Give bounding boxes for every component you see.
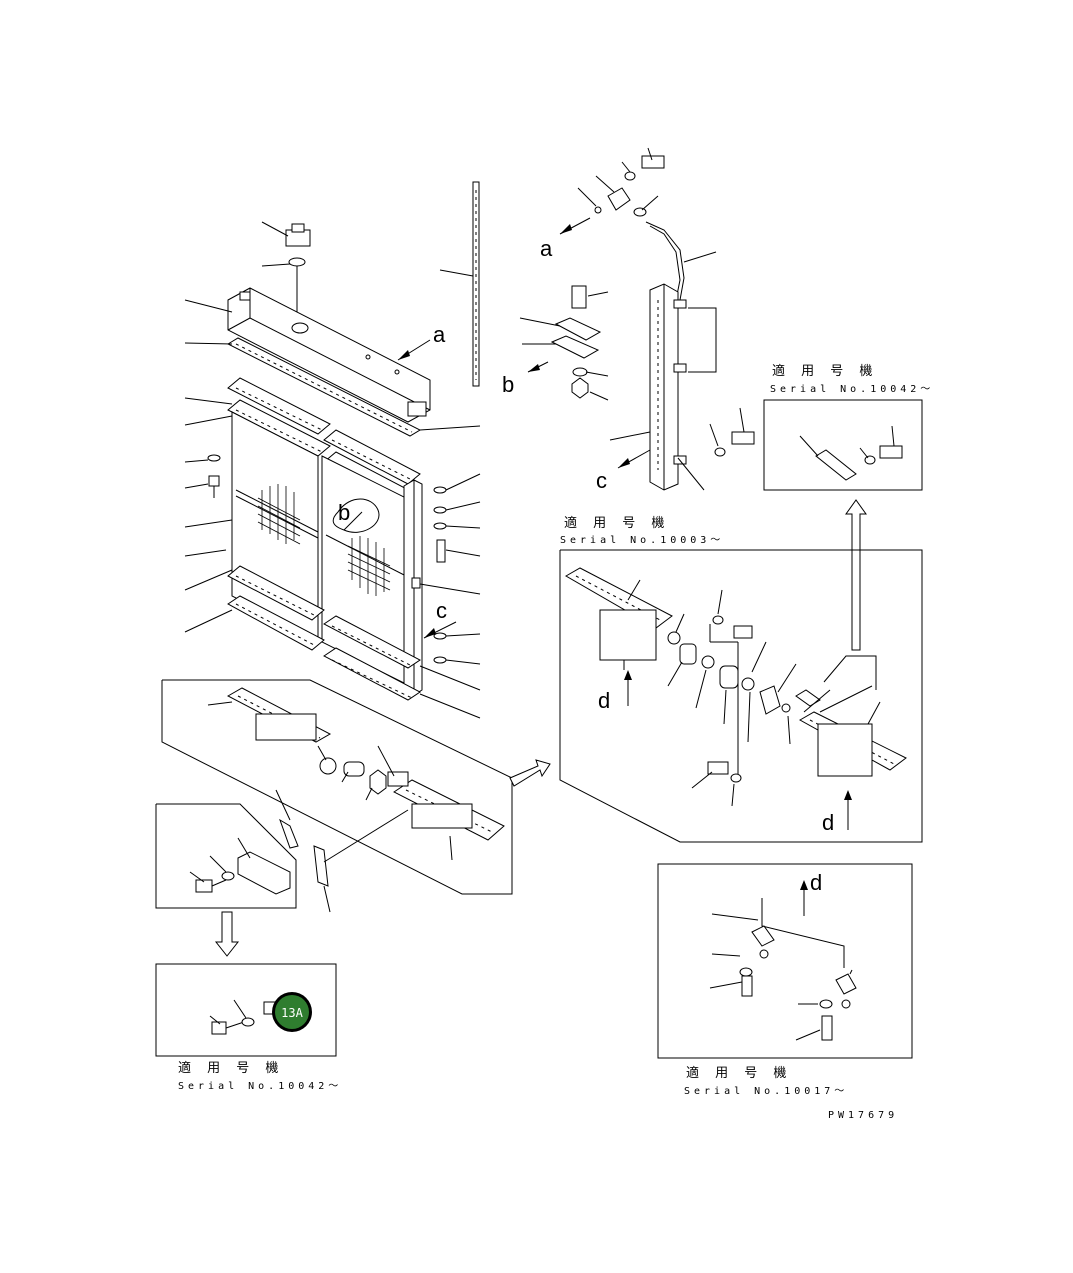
callout-label-d2: d xyxy=(822,810,834,835)
mesh-left xyxy=(257,484,301,545)
caption-bottom-right: 適 用 号 機 xyxy=(686,1065,792,1081)
callout-a-right: a xyxy=(540,217,591,261)
badge-fill xyxy=(275,995,309,1029)
right-side-bolt xyxy=(709,407,755,457)
inset-10017: d xyxy=(657,863,913,1059)
callout-label-b: b xyxy=(338,500,350,525)
upper-tank xyxy=(184,287,431,423)
cap-part xyxy=(261,221,311,247)
callout-b-main: b xyxy=(338,500,363,531)
arrow-to-inset xyxy=(509,759,551,787)
stay-bracket-vertical xyxy=(609,283,717,491)
callout-c-main: c xyxy=(423,598,457,639)
mesh-right xyxy=(347,536,391,596)
stay-rod xyxy=(645,221,717,301)
callout-label-c2: c xyxy=(596,468,607,493)
callout-label-b2: b xyxy=(502,372,514,397)
lower-tank-panel xyxy=(161,679,551,913)
serial-bottom-right: Serial No.10017〜 xyxy=(684,1086,848,1097)
caption-bottom-left: 適 用 号 機 xyxy=(178,1060,284,1076)
callout-label-a: a xyxy=(433,322,446,347)
vertical-strip xyxy=(439,181,480,387)
drawing-number: PW17679 xyxy=(828,1110,898,1121)
callout-label-a2: a xyxy=(540,236,553,261)
serial-middle-right: Serial No.10003〜 xyxy=(560,535,724,546)
up-arrow-right xyxy=(845,499,867,651)
lower-tank-variant-right xyxy=(795,655,907,777)
badge-13a: 13A xyxy=(272,992,312,1032)
top-bolt-group xyxy=(577,147,665,217)
left-hardware xyxy=(184,454,221,498)
callout-d-mid-left: d xyxy=(598,670,632,713)
coupling-parts xyxy=(317,745,387,801)
hardware-variant xyxy=(691,589,753,807)
inset-10042-top xyxy=(763,399,923,491)
inset-10003: d d xyxy=(559,549,923,843)
stay-assembly: a b c xyxy=(502,147,755,493)
lower-tank-variant-left xyxy=(564,567,673,670)
plug-part xyxy=(261,257,306,322)
callout-label-c: c xyxy=(436,598,447,623)
callout-label-d3: d xyxy=(810,870,822,895)
badge-label: 13A xyxy=(281,1006,303,1020)
bracket-parts xyxy=(275,789,409,913)
right-hardware xyxy=(411,473,481,665)
callout-a-main: a xyxy=(397,322,446,361)
serial-bottom-left: Serial No.10042〜 xyxy=(178,1081,342,1092)
callout-d-mid-right: d xyxy=(822,790,852,835)
down-arrow-left xyxy=(214,911,240,957)
bracket-b-group xyxy=(519,285,609,401)
callout-label-d1: d xyxy=(598,688,610,713)
callout-b-right: b xyxy=(502,361,549,397)
callout-d-bottom: d xyxy=(800,870,822,916)
badge-inset: 13A xyxy=(155,963,337,1057)
callout-c-right: c xyxy=(596,449,651,493)
caption-top-right: 適 用 号 機 xyxy=(772,363,878,379)
coupling-variant xyxy=(667,613,797,745)
lower-tank-right xyxy=(377,745,505,861)
lower-tank-left xyxy=(207,687,332,743)
caption-middle-right: 適 用 号 機 xyxy=(564,515,670,531)
bottom-frame-rails xyxy=(184,549,481,719)
radiator-assembly: a b c xyxy=(184,181,481,719)
serial-top-right: Serial No.10042〜 xyxy=(770,384,934,395)
bracket-inset xyxy=(155,803,297,909)
